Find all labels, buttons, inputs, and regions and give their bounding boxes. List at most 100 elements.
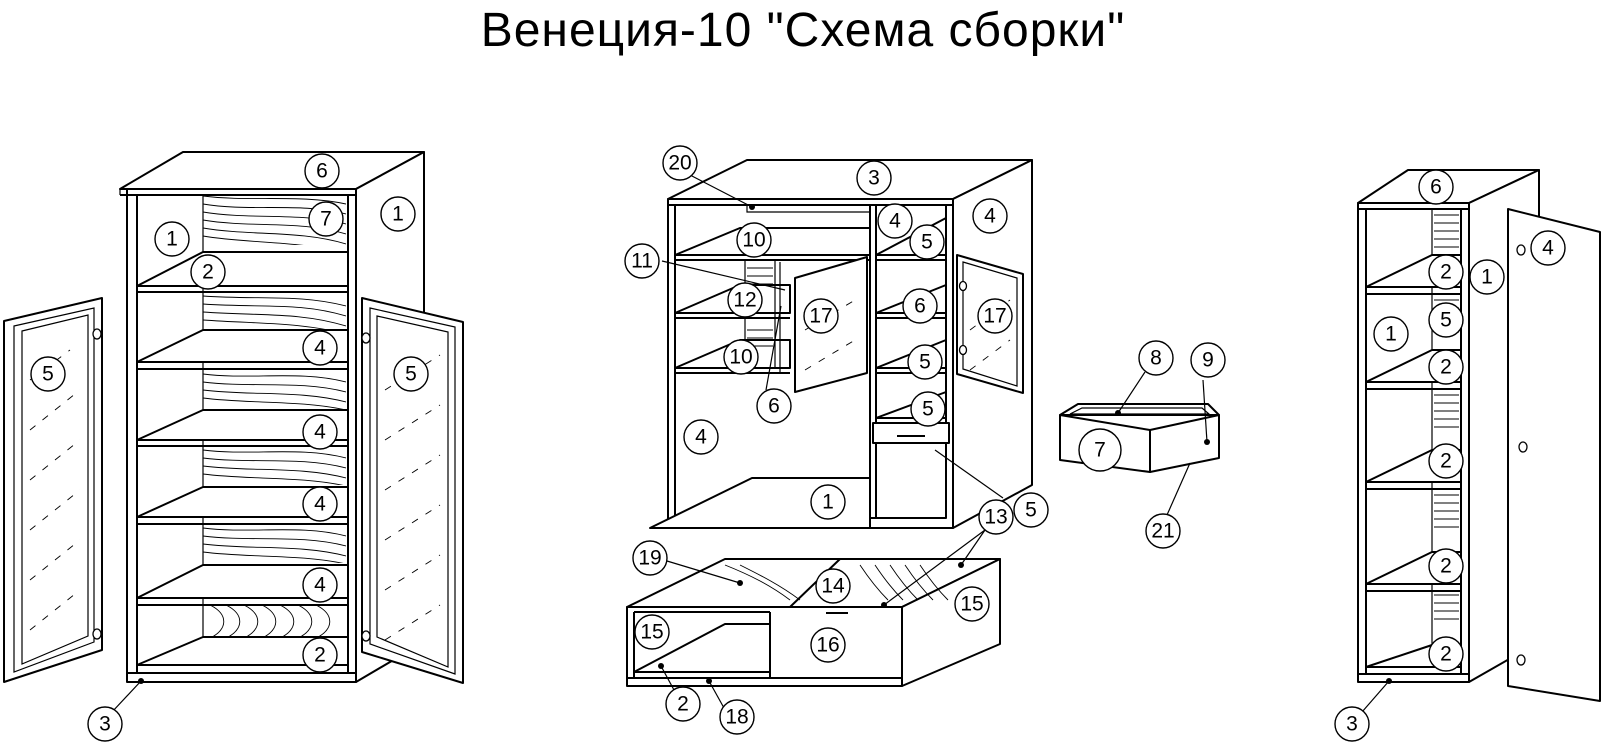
callout-marker: 2 <box>1428 349 1464 385</box>
svg-text:1: 1 <box>392 203 404 226</box>
svg-text:3: 3 <box>1346 713 1358 736</box>
callout-marker: 2 <box>665 686 701 722</box>
svg-text:6: 6 <box>768 395 780 418</box>
svg-text:3: 3 <box>868 167 880 190</box>
svg-text:5: 5 <box>405 363 417 386</box>
svg-text:5: 5 <box>921 231 933 254</box>
callout-marker: 21 <box>1145 513 1181 549</box>
callout-marker: 3 <box>856 160 892 196</box>
left-cabinet <box>3 151 464 713</box>
drawer-side <box>1149 414 1220 473</box>
svg-text:5: 5 <box>42 363 54 386</box>
callout-marker: 7 <box>1078 428 1122 472</box>
svg-text:21: 21 <box>1151 520 1174 543</box>
callout-marker: 6 <box>1418 169 1454 205</box>
svg-text:19: 19 <box>638 547 661 570</box>
callout-marker: 12 <box>727 282 763 318</box>
svg-text:4: 4 <box>314 493 326 516</box>
callout-marker: 5 <box>1428 302 1464 338</box>
callout-marker: 4 <box>1530 230 1566 266</box>
callout-marker: 17 <box>977 298 1013 334</box>
svg-text:3: 3 <box>99 713 111 736</box>
svg-text:4: 4 <box>314 574 326 597</box>
callout-marker: 5 <box>907 344 943 380</box>
callout-marker: 4 <box>683 419 719 455</box>
callout-marker: 2 <box>302 637 338 673</box>
svg-text:10: 10 <box>729 346 752 369</box>
callout-marker: 2 <box>1428 254 1464 290</box>
svg-text:12: 12 <box>733 289 756 312</box>
callout-marker: 4 <box>302 486 338 522</box>
svg-text:4: 4 <box>1542 237 1554 260</box>
callout-marker: 19 <box>632 540 668 576</box>
left-cabinet-front <box>126 188 357 683</box>
callout-marker: 5 <box>393 356 429 392</box>
svg-text:1: 1 <box>1481 266 1493 289</box>
svg-text:5: 5 <box>1440 309 1452 332</box>
callout-marker: 10 <box>723 339 759 375</box>
callout-marker: 4 <box>302 567 338 603</box>
hinge-icon <box>1516 654 1526 666</box>
svg-text:5: 5 <box>1025 499 1037 522</box>
left-callouts: 6 7 1 1 2 4 4 4 4 2 5 5 3 <box>30 153 429 742</box>
callout-marker: 2 <box>1428 443 1464 479</box>
middle-callouts: 20 3 4 4 10 5 11 12 17 6 17 10 5 6 5 4 1… <box>624 145 1049 735</box>
right-glass-door[interactable] <box>361 297 464 684</box>
svg-text:4: 4 <box>314 337 326 360</box>
svg-text:10: 10 <box>742 229 765 252</box>
callout-marker: 8 <box>1138 340 1174 376</box>
svg-text:15: 15 <box>960 593 983 616</box>
callout-marker: 1 <box>810 484 846 520</box>
hinge-icon <box>92 328 102 340</box>
svg-text:2: 2 <box>314 644 326 667</box>
svg-text:1: 1 <box>1385 323 1397 346</box>
callout-marker: 4 <box>302 330 338 366</box>
svg-text:6: 6 <box>316 160 328 183</box>
hinge-icon <box>361 332 371 344</box>
callout-marker: 10 <box>736 222 772 258</box>
callout-marker: 5 <box>30 356 66 392</box>
svg-text:6: 6 <box>1430 176 1442 199</box>
callout-marker: 20 <box>662 145 698 181</box>
callout-marker: 4 <box>972 198 1008 234</box>
callout-marker: 2 <box>1428 636 1464 672</box>
hinge-icon <box>1516 244 1526 256</box>
svg-text:7: 7 <box>1094 439 1106 462</box>
middle-base <box>626 529 1001 709</box>
callout-marker: 18 <box>719 699 755 735</box>
left-glass-door[interactable] <box>3 297 103 683</box>
svg-text:2: 2 <box>1440 261 1452 284</box>
svg-text:2: 2 <box>1440 356 1452 379</box>
callout-marker: 6 <box>304 153 340 189</box>
svg-text:2: 2 <box>677 693 689 716</box>
svg-text:2: 2 <box>1440 450 1452 473</box>
svg-text:5: 5 <box>922 398 934 421</box>
callout-marker: 15 <box>634 614 670 650</box>
right-door[interactable] <box>1507 208 1601 702</box>
drawer-callouts: 8 9 7 21 <box>1078 340 1226 549</box>
callout-marker: 15 <box>954 586 990 622</box>
callout-marker: 2 <box>1428 548 1464 584</box>
svg-text:18: 18 <box>725 706 748 729</box>
svg-text:2: 2 <box>1440 643 1452 666</box>
svg-text:4: 4 <box>984 205 996 228</box>
callout-marker: 9 <box>1190 342 1226 378</box>
diagram-title: Венеция-10 "Схема сборки" <box>480 4 1126 57</box>
svg-text:4: 4 <box>695 426 707 449</box>
right-callouts: 6 4 2 1 1 5 2 2 2 2 3 <box>1334 169 1566 742</box>
svg-text:1: 1 <box>166 228 178 251</box>
callout-marker: 5 <box>910 391 946 427</box>
small-drawer-front[interactable] <box>872 422 950 444</box>
svg-text:14: 14 <box>821 575 845 598</box>
svg-text:20: 20 <box>668 152 691 175</box>
callout-marker: 7 <box>308 201 344 237</box>
svg-text:2: 2 <box>1440 555 1452 578</box>
svg-text:9: 9 <box>1202 349 1214 372</box>
svg-text:13: 13 <box>984 506 1007 529</box>
svg-text:17: 17 <box>809 305 832 328</box>
callout-marker: 5 <box>909 224 945 260</box>
hinge-icon <box>958 280 968 292</box>
svg-text:5: 5 <box>919 351 931 374</box>
hinge-icon <box>361 630 371 642</box>
